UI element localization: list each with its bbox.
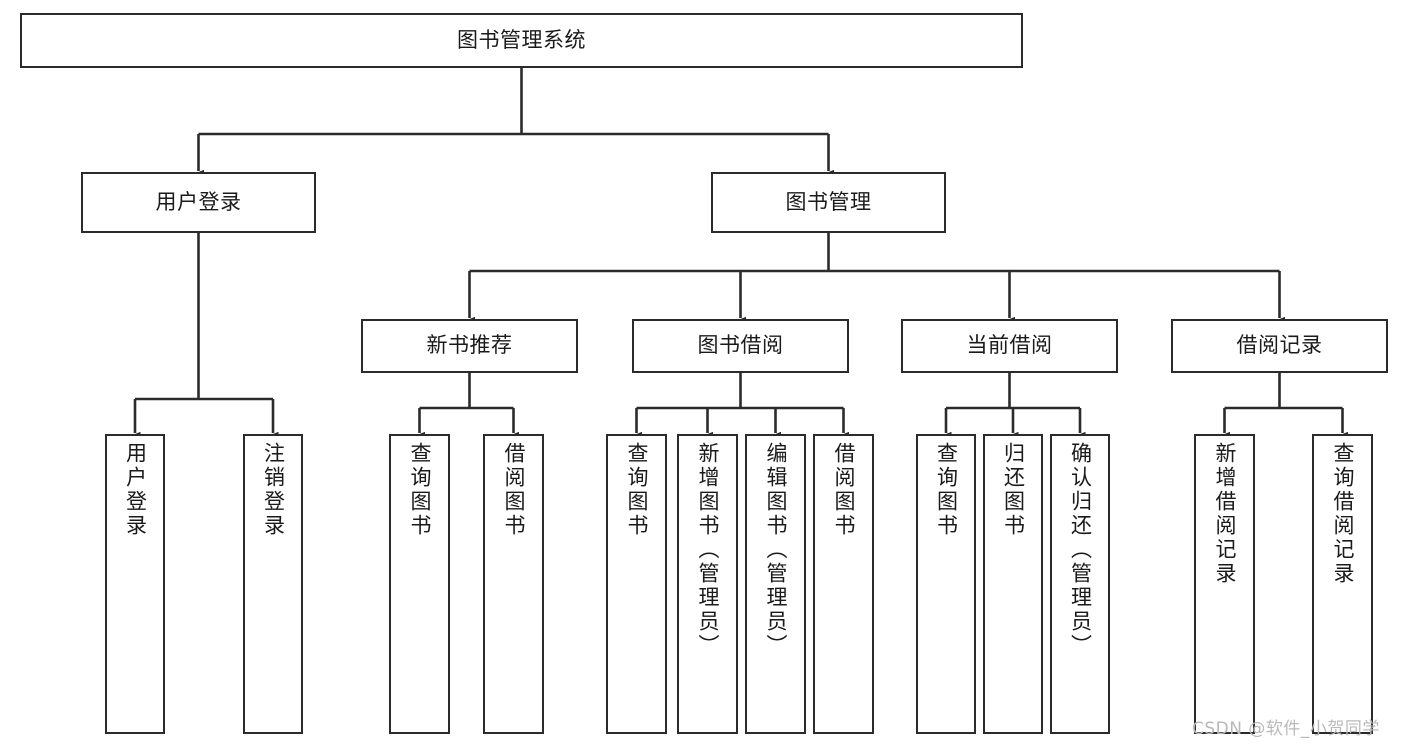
node-label: 借阅记录 — [1236, 333, 1323, 358]
leaf-query-book-borrow[interactable]: 查询图书 — [606, 434, 667, 734]
node-label: 注销登录 — [261, 442, 286, 538]
leaf-query-book-recommend[interactable]: 查询图书 — [389, 434, 450, 734]
node-book-borrow[interactable]: 图书借阅 — [632, 319, 849, 373]
leaf-logout[interactable]: 注销登录 — [243, 434, 303, 734]
node-label: 图书管理 — [785, 189, 872, 214]
leaf-add-book-admin[interactable]: 新增图书（管理员） — [677, 434, 738, 734]
node-label: 借阅图书 — [502, 442, 526, 538]
leaf-return-book[interactable]: 归还图书 — [983, 434, 1043, 734]
node-label: 查询图书 — [625, 442, 649, 538]
leaf-edit-book-admin[interactable]: 编辑图书（管理员） — [745, 434, 806, 734]
leaf-query-book-current[interactable]: 查询图书 — [916, 434, 976, 734]
node-label: 新增借阅记录 — [1213, 442, 1237, 586]
node-label: 归还图书 — [1001, 442, 1026, 538]
leaf-user-login[interactable]: 用户登录 — [105, 434, 165, 734]
node-book-manage[interactable]: 图书管理 — [711, 172, 946, 233]
leaf-borrow-book-recommend[interactable]: 借阅图书 — [483, 434, 544, 734]
node-label: 新书推荐 — [426, 333, 513, 358]
node-root[interactable]: 图书管理系统 — [20, 13, 1023, 68]
node-current-borrow[interactable]: 当前借阅 — [901, 319, 1118, 373]
node-label: 当前借阅 — [966, 333, 1053, 358]
node-label: 用户登录 — [123, 442, 148, 538]
node-label: 借阅图书 — [832, 442, 856, 538]
node-label: 查询图书 — [408, 442, 432, 538]
leaf-confirm-return-admin[interactable]: 确认归还（管理员） — [1050, 434, 1110, 734]
node-label: 新增图书（管理员） — [696, 442, 720, 658]
node-borrow-record[interactable]: 借阅记录 — [1171, 319, 1388, 373]
node-label: 确认归还（管理员） — [1068, 442, 1093, 658]
node-new-book-recommend[interactable]: 新书推荐 — [361, 319, 578, 373]
csdn-watermark: CSDN @软件_小贺同学 — [1192, 719, 1380, 739]
node-label: 查询图书 — [934, 442, 959, 538]
node-label: 用户登录 — [155, 189, 242, 214]
node-label: 图书借阅 — [697, 333, 784, 358]
node-label: 查询借阅记录 — [1331, 442, 1355, 586]
node-label: 图书管理系统 — [457, 27, 586, 52]
leaf-query-borrow-record[interactable]: 查询借阅记录 — [1312, 434, 1373, 734]
leaf-add-borrow-record[interactable]: 新增借阅记录 — [1194, 434, 1255, 734]
node-user-login[interactable]: 用户登录 — [81, 172, 316, 233]
leaf-borrow-book[interactable]: 借阅图书 — [813, 434, 874, 734]
node-label: 编辑图书（管理员） — [764, 442, 788, 658]
